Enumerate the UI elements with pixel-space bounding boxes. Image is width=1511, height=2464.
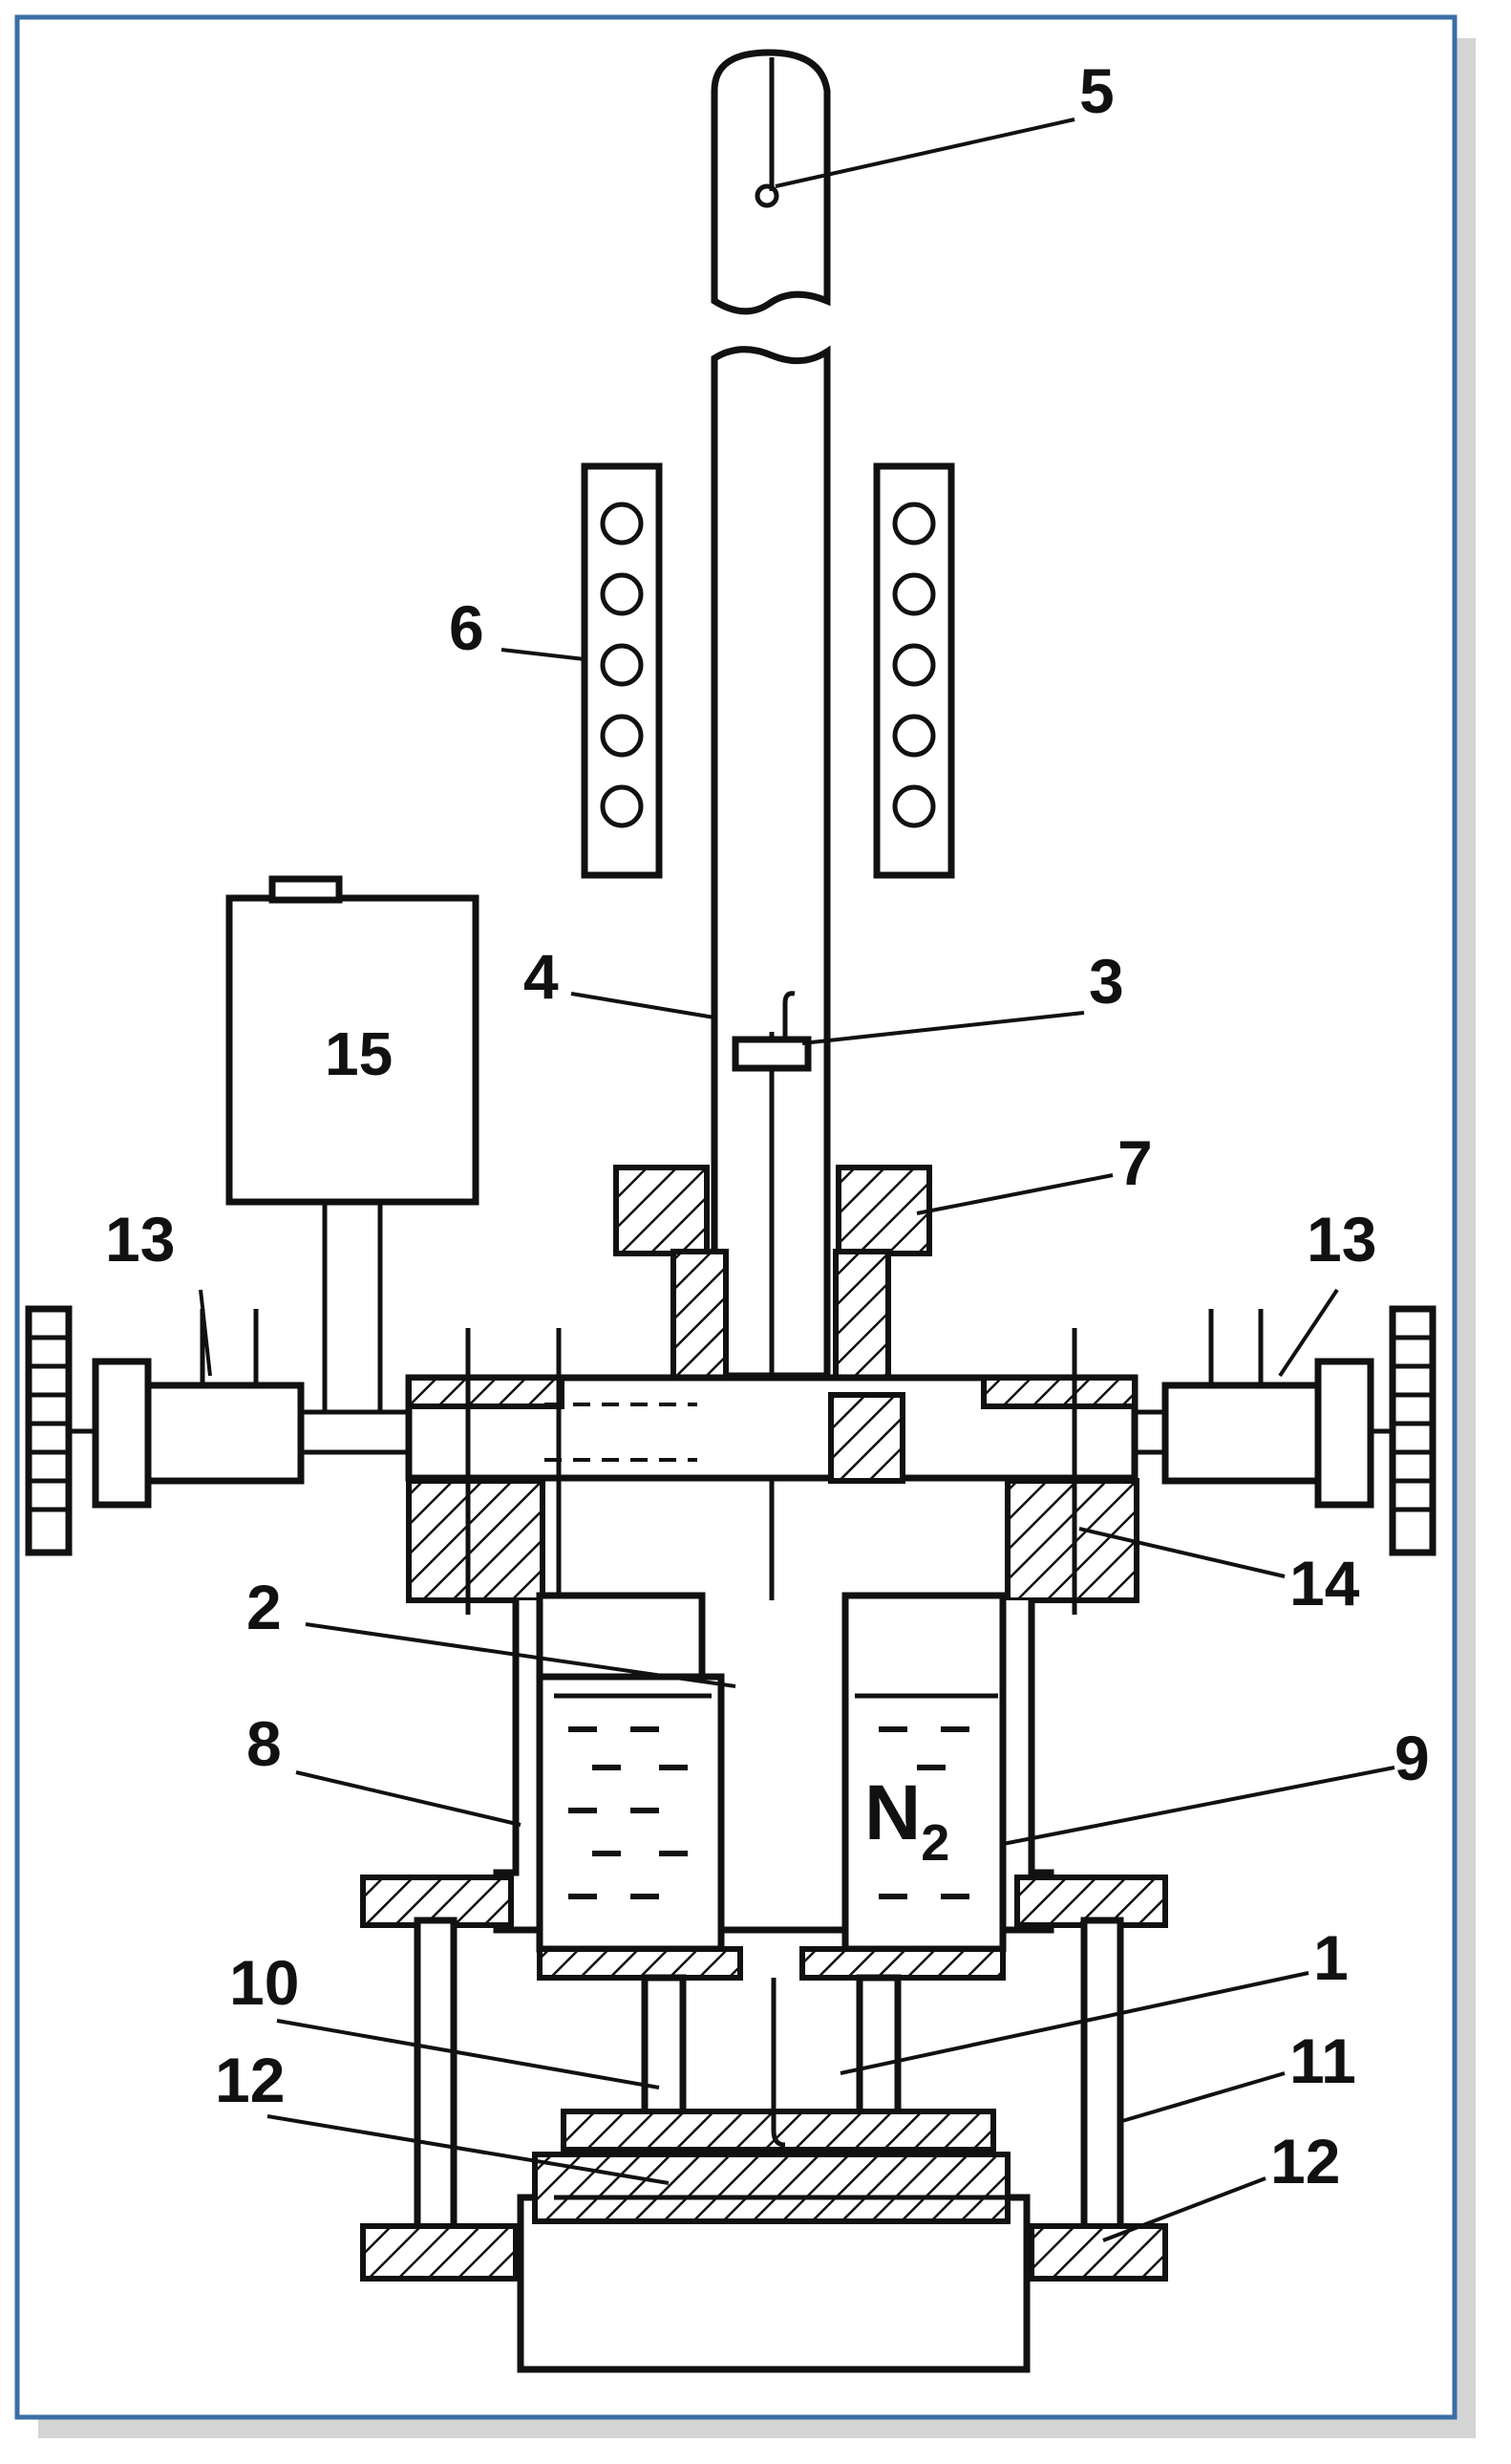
heating-coil-left (581, 462, 663, 879)
label-10: 10 (229, 1947, 299, 2018)
label-13-left: 13 (105, 1204, 175, 1275)
sample-holder (732, 991, 812, 1072)
label-12-right: 12 (1270, 2126, 1340, 2196)
quartz-rod-top (711, 49, 831, 315)
label-3: 3 (1089, 946, 1124, 1017)
valve-left (25, 1305, 409, 1556)
support-rods (414, 1917, 1124, 2249)
label-9: 9 (1394, 1723, 1430, 1793)
nitrogen-label: N2 (864, 1769, 949, 1872)
label-1: 1 (1313, 1922, 1349, 1993)
dewar-vessel (360, 1592, 1168, 1981)
label-8: 8 (246, 1708, 282, 1779)
label-7: 7 (1117, 1127, 1153, 1198)
label-5: 5 (1079, 55, 1115, 126)
heating-coil-right (873, 462, 955, 879)
valve-right (1135, 1305, 1437, 1556)
label-15: 15 (325, 1019, 393, 1088)
label-14: 14 (1289, 1548, 1360, 1618)
reactor-tube (711, 345, 831, 1667)
housing-plate (405, 1328, 1139, 1615)
leader-lines (199, 118, 1395, 2242)
label-13-right: 13 (1307, 1204, 1376, 1275)
bottom-chamber (360, 1978, 1168, 2373)
label-11: 11 (1289, 2025, 1356, 2096)
top-flange (613, 1165, 932, 1398)
unit-15-box (225, 875, 479, 1412)
label-6: 6 (449, 592, 484, 663)
label-2: 2 (246, 1572, 282, 1642)
label-12-left: 12 (215, 2045, 285, 2115)
label-4: 4 (523, 941, 559, 1012)
